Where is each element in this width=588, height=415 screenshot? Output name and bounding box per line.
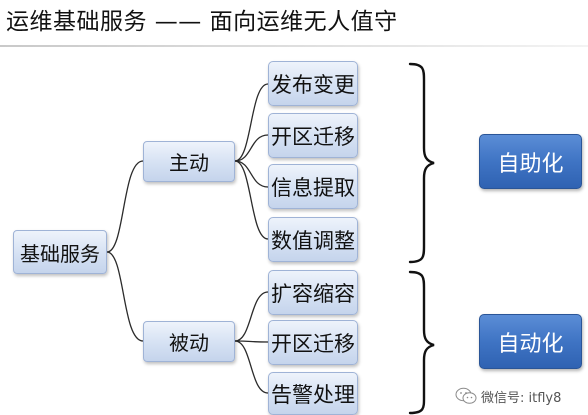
root-node: 基础服务 bbox=[13, 230, 107, 274]
brace-active bbox=[408, 62, 435, 264]
branch-node-passive: 被动 bbox=[143, 321, 235, 362]
connector-root-to-passive bbox=[106, 251, 144, 342]
category-automation: 自动化 bbox=[479, 314, 582, 369]
connector-active-leaf-0 bbox=[234, 83, 269, 162]
title-divider bbox=[0, 45, 588, 47]
leaf-node-scaling: 扩容缩容 bbox=[268, 270, 358, 315]
page-title: 运维基础服务 —— 面向运维无人值守 bbox=[6, 9, 398, 35]
connector-root-to-active bbox=[106, 160, 144, 253]
connector-passive-leaf-1 bbox=[234, 340, 269, 343]
wechat-icon bbox=[455, 387, 477, 404]
branch-node-active: 主动 bbox=[143, 141, 235, 182]
leaf-node-server-migration-passive: 开区迁移 bbox=[268, 320, 358, 365]
connector-active-leaf-3 bbox=[234, 160, 269, 240]
connector-passive-leaf-0 bbox=[234, 291, 269, 342]
watermark: 微信号: itfly8 bbox=[455, 385, 561, 407]
watermark-text: 微信号: itfly8 bbox=[481, 390, 562, 406]
connector-active-leaf-2 bbox=[234, 160, 269, 188]
leaf-node-value-adjustment: 数值调整 bbox=[268, 217, 358, 262]
leaf-node-server-migration: 开区迁移 bbox=[268, 113, 358, 158]
leaf-node-alert-handling: 告警处理 bbox=[268, 372, 358, 415]
brace-passive bbox=[408, 270, 435, 415]
leaf-node-info-extraction: 信息提取 bbox=[268, 164, 358, 209]
leaf-node-publish-change: 发布变更 bbox=[268, 61, 358, 106]
category-self-service: 自助化 bbox=[479, 134, 582, 189]
connector-passive-leaf-2 bbox=[234, 340, 269, 394]
connector-active-leaf-1 bbox=[234, 134, 269, 162]
